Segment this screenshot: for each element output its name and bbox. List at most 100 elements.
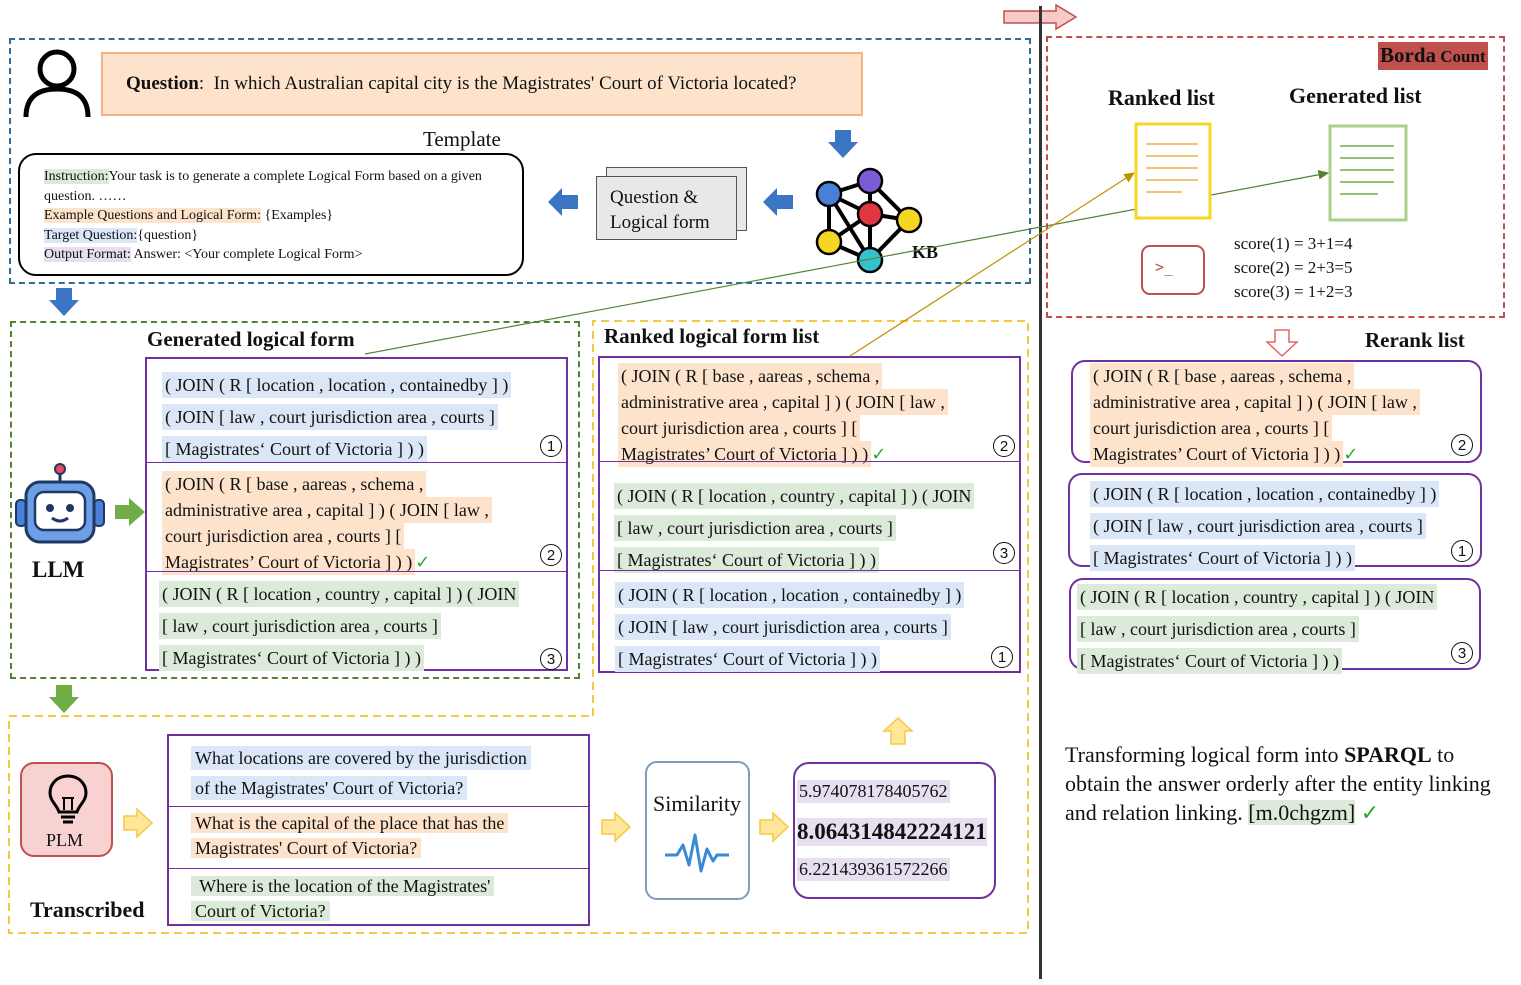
question-box: Question: In which Australian capital ci… xyxy=(101,52,863,116)
rerank-item-2: ( JOIN ( R [ location , location , conta… xyxy=(1068,473,1482,571)
q-line: Court of Victoria? xyxy=(191,901,330,921)
lf-line: ( JOIN ( R [ base , aareas , schema , xyxy=(618,363,883,389)
borda-title-rest: Count xyxy=(1436,47,1486,66)
generated-list-label: Generated list xyxy=(1289,83,1422,108)
target-text: {question} xyxy=(137,227,199,243)
template-title: Template xyxy=(423,127,501,151)
lf-line: Magistrates’ Court of Victoria ] ) ) xyxy=(162,549,416,575)
rank-badge: 1 xyxy=(540,435,562,457)
lf-line: administrative area , capital ] ) ( JOIN… xyxy=(618,389,948,415)
lf-line: ( JOIN [ law , court jurisdiction area ,… xyxy=(1090,513,1426,539)
generated-list-box: ( JOIN ( R [ location , location , conta… xyxy=(145,357,568,671)
lf-line: ( JOIN ( R [ location , location , conta… xyxy=(162,372,512,398)
ranked-item-2: ( JOIN ( R [ location , country , capita… xyxy=(614,483,975,579)
right-arrow-icon xyxy=(115,498,145,526)
lf-line: [ Magistrates‘ Court of Victoria ] ) ) xyxy=(614,547,880,573)
question-label: Question xyxy=(126,73,199,94)
divider xyxy=(169,868,588,869)
check-icon: ✓ xyxy=(871,444,887,465)
lf-line: ( JOIN ( R [ location , location , conta… xyxy=(1090,481,1440,507)
qlf-line2: Logical form xyxy=(610,212,710,233)
sparql-pre: Transforming logical form into xyxy=(1065,742,1345,767)
check-icon: ✓ xyxy=(1360,801,1380,826)
lf-line: ( JOIN [ law , court jurisdiction area ,… xyxy=(615,614,951,640)
lf-line: ( JOIN ( R [ location , country , capita… xyxy=(614,483,975,509)
rerank-title: Rerank list xyxy=(1365,328,1465,352)
waveform-icon xyxy=(665,833,729,873)
target-label: Target Question: xyxy=(44,227,138,243)
generation-region xyxy=(10,321,580,679)
divider xyxy=(147,462,566,463)
prompt-region xyxy=(9,38,1031,284)
template-output: Output Format: Answer: <Your complete Lo… xyxy=(44,245,508,265)
instruction-text: Your task is to generate a complete Logi… xyxy=(44,169,482,204)
rank-badge: 3 xyxy=(540,648,562,670)
rank-badge: 3 xyxy=(993,542,1015,564)
transcribed-box: What locations are covered by the jurisd… xyxy=(167,734,590,926)
lf-line: Magistrates’ Court of Victoria ] ) ) xyxy=(618,441,872,467)
plm-box: PLM xyxy=(20,762,113,857)
template-box: Instruction:Your task is to generate a c… xyxy=(18,153,524,276)
ranked-list-label: Ranked list xyxy=(1108,85,1215,110)
down-arrow-icon xyxy=(828,130,858,158)
generated-title: Generated logical form xyxy=(147,327,355,351)
generated-item-2: ( JOIN ( R [ base , aareas , schema , ad… xyxy=(162,471,492,575)
borda-title-bold: Borda xyxy=(1380,43,1437,67)
divider xyxy=(147,571,566,572)
borda-region xyxy=(1046,36,1505,318)
rank-badge: 1 xyxy=(1451,540,1473,562)
user-icon xyxy=(23,49,91,118)
lf-line: [ Magistrates‘ Court of Victoria ] ) ) xyxy=(162,436,428,462)
yellow-dashed-region xyxy=(8,320,1029,934)
score-list: score(1) = 3+1=4 score(2) = 2+3=5 score(… xyxy=(1234,232,1352,304)
right-arrow-icon xyxy=(601,811,632,843)
down-arrow-icon xyxy=(49,685,79,713)
lf-line: [ Magistrates‘ Court of Victoria ] ) ) xyxy=(1090,545,1356,571)
rerank-item-lines: ( JOIN ( R [ location , country , capita… xyxy=(1077,584,1438,680)
rank-badge: 2 xyxy=(540,544,562,566)
left-arrow-icon xyxy=(548,188,578,216)
lf-line: ( JOIN [ law , court jurisdiction area ,… xyxy=(162,404,498,430)
down-arrow-icon xyxy=(49,288,79,316)
generated-item-3: ( JOIN ( R [ location , country , capita… xyxy=(159,581,520,677)
question-text: In which Australian capital city is the … xyxy=(213,73,797,94)
template-target: Target Question:{question} xyxy=(44,226,508,246)
question-colon: : xyxy=(198,73,205,94)
borda-score: score(1) = 3+1=4 xyxy=(1234,234,1353,253)
rank-badge: 2 xyxy=(1451,434,1473,456)
q-line: What locations are covered by the jurisd… xyxy=(191,746,531,770)
check-icon: ✓ xyxy=(1343,444,1359,465)
transcribed-q1: What locations are covered by the jurisd… xyxy=(191,743,531,803)
ranked-item-3: ( JOIN ( R [ location , location , conta… xyxy=(615,582,965,678)
rerank-item-lines: ( JOIN ( R [ base , aareas , schema , ad… xyxy=(1090,363,1420,467)
score-value: 5.974078178405762 xyxy=(797,780,950,803)
left-arrow-icon xyxy=(763,188,793,216)
ranked-item-1: ( JOIN ( R [ base , aareas , schema , ad… xyxy=(618,363,948,467)
generated-item-1: ( JOIN ( R [ location , location , conta… xyxy=(162,372,512,468)
lf-line: ( JOIN ( R [ base , aareas , schema , xyxy=(162,471,427,497)
sparql-description: Transforming logical form into SPARQL to… xyxy=(1065,740,1505,828)
vertical-divider xyxy=(1039,6,1042,979)
lf-line: ( JOIN ( R [ location , country , capita… xyxy=(1077,584,1438,610)
llm-label: LLM xyxy=(32,557,85,582)
lf-line: administrative area , capital ] ) ( JOIN… xyxy=(162,497,492,523)
rank-badge: 2 xyxy=(993,435,1015,457)
question-logical-form-box: Question & Logical form xyxy=(596,176,737,240)
sparql-keyword: SPARQL xyxy=(1344,742,1432,767)
q-line: of the Magistrates' Court of Victoria? xyxy=(191,776,468,800)
lf-line: administrative area , capital ] ) ( JOIN… xyxy=(1090,389,1420,415)
up-arrow-icon xyxy=(882,716,914,745)
similarity-box: Similarity xyxy=(645,761,750,900)
robot-icon xyxy=(15,463,105,544)
q-line: Magistrates' Court of Victoria? xyxy=(191,838,422,858)
scores-box: 5.974078178405762 8.064314842224121 6.22… xyxy=(793,762,996,899)
knowledge-graph-icon xyxy=(815,167,923,274)
lf-line: [ Magistrates‘ Court of Victoria ] ) ) xyxy=(615,646,881,672)
instruction-label: Instruction: xyxy=(44,169,109,184)
score-value: 6.221439361572266 xyxy=(797,858,950,881)
rerank-item-3: ( JOIN ( R [ location , country , capita… xyxy=(1069,578,1481,674)
check-icon: ✓ xyxy=(415,552,431,573)
q-line: Where is the location of the Magistrates… xyxy=(191,876,495,896)
borda-title: Borda Count xyxy=(1378,42,1488,70)
lf-line: [ law , court jurisdiction area , courts… xyxy=(614,515,896,541)
